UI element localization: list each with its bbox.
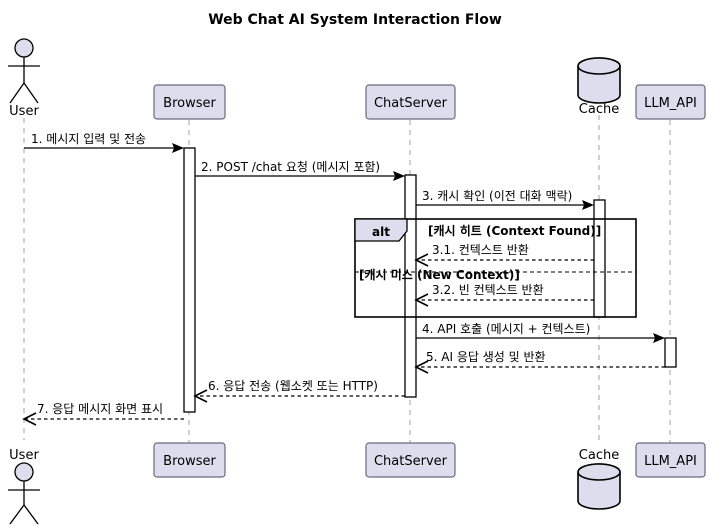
- participant-box-chatserver-bottom: [365, 442, 456, 478]
- message-3-2-label: 3.2. 빈 컨텍스트 반환: [432, 283, 544, 297]
- participant-box-llm-api-top: [635, 84, 706, 120]
- message-2-arrowhead: [393, 171, 405, 181]
- alt-guard-1: [캐시 히트 (Context Found)]: [428, 223, 601, 238]
- participant-label-user-bottom: User: [9, 448, 39, 463]
- database-cylinder-bottom-top-icon: [577, 463, 621, 481]
- message-5-label: 5. AI 응답 생성 및 반환: [426, 350, 546, 364]
- participant-cache-bottom[interactable]: Cache: [577, 448, 621, 510]
- diagram-title: Web Chat AI System Interaction Flow: [208, 12, 502, 28]
- message-3-1-arrowhead: [414, 253, 429, 267]
- database-cylinder-top-icon: [577, 57, 621, 75]
- message-5-arrowhead: [414, 360, 429, 374]
- message-1-arrowhead: [172, 143, 184, 153]
- message-3[interactable]: 3. 캐시 확인 (이전 대화 맥락): [416, 189, 594, 210]
- alt-guard-2: [캐시 미스 (New Context)]: [359, 267, 520, 282]
- participant-chatserver-bottom[interactable]: ChatServer: [365, 442, 456, 478]
- participant-label-browser-top: Browser: [163, 96, 216, 111]
- participant-browser-top[interactable]: Browser: [153, 84, 226, 120]
- participant-box-chatserver-top: [365, 84, 456, 120]
- message-5[interactable]: 5. AI 응답 생성 및 반환: [414, 350, 665, 374]
- message-6[interactable]: 6. 응답 전송 (웹소켓 또는 HTTP): [193, 379, 405, 403]
- participant-label-user-top: User: [9, 104, 39, 119]
- activation-cache: [593, 199, 606, 318]
- participant-label-chatserver-top: ChatServer: [374, 96, 448, 111]
- activation-chatserver: [404, 174, 417, 398]
- participant-label-llm-api-top: LLM_API: [644, 96, 697, 111]
- participant-label-llm-api-bottom: LLM_API: [644, 454, 697, 469]
- participant-label-chatserver-bottom: ChatServer: [374, 454, 448, 469]
- message-6-label: 6. 응답 전송 (웹소켓 또는 HTTP): [208, 379, 378, 393]
- message-4-arrowhead: [653, 333, 665, 343]
- participant-llm-api-top[interactable]: LLM_API: [635, 84, 706, 120]
- message-1-label: 1. 메시지 입력 및 전송: [31, 132, 146, 146]
- message-3-1-label: 3.1. 컨텍스트 반환: [432, 243, 529, 257]
- participant-box-browser-top: [153, 84, 226, 120]
- participant-box-browser-bottom: [153, 442, 226, 478]
- participant-user-bottom[interactable]: User: [8, 448, 40, 525]
- message-3-1[interactable]: 3.1. 컨텍스트 반환: [414, 243, 594, 267]
- alt-operator-label: alt: [372, 225, 390, 239]
- alt-fragment: alt [캐시 히트 (Context Found)] [캐시 미스 (New …: [354, 218, 637, 318]
- participant-cache-top[interactable]: Cache: [577, 57, 621, 117]
- participant-llm-api-bottom[interactable]: LLM_API: [635, 442, 706, 478]
- message-3-label: 3. 캐시 확인 (이전 대화 맥락): [422, 189, 572, 203]
- actor-leg-left-icon: [9, 82, 25, 104]
- participant-label-browser-bottom: Browser: [163, 454, 216, 469]
- actor-leg-left-bottom-icon: [9, 504, 25, 525]
- participant-label-cache-bottom: Cache: [579, 448, 619, 463]
- participant-chatserver-top[interactable]: ChatServer: [365, 84, 456, 120]
- participant-label-cache-top: Cache: [579, 102, 619, 117]
- message-6-arrowhead: [193, 389, 208, 403]
- message-3-2-arrowhead: [414, 293, 429, 307]
- message-2[interactable]: 2. POST /chat 요청 (메시지 포함): [195, 160, 405, 181]
- activation-bars: [183, 147, 677, 413]
- message-3-arrowhead: [582, 200, 594, 210]
- actor-head-bottom-icon: [14, 462, 34, 482]
- actor-leg-right-icon: [23, 82, 39, 104]
- message-4-label: 4. API 호출 (메시지 + 컨텍스트): [422, 322, 590, 336]
- participant-user-top[interactable]: User: [8, 38, 40, 119]
- message-2-label: 2. POST /chat 요청 (메시지 포함): [201, 160, 380, 174]
- message-7[interactable]: 7. 응답 메시지 화면 표시: [22, 402, 184, 426]
- message-1[interactable]: 1. 메시지 입력 및 전송: [24, 132, 184, 153]
- participant-browser-bottom[interactable]: Browser: [153, 442, 226, 478]
- message-7-label: 7. 응답 메시지 화면 표시: [37, 402, 163, 416]
- actor-head-icon: [14, 38, 34, 58]
- actor-leg-right-bottom-icon: [23, 504, 39, 525]
- alt-frame-border: [354, 218, 637, 318]
- message-4[interactable]: 4. API 호출 (메시지 + 컨텍스트): [416, 322, 665, 343]
- activation-browser: [183, 147, 196, 413]
- message-3-2[interactable]: 3.2. 빈 컨텍스트 반환: [414, 283, 594, 307]
- activation-llm-api: [664, 337, 677, 368]
- alt-frame-tab: [354, 218, 408, 242]
- participant-box-llm-api-bottom: [635, 442, 706, 478]
- message-7-arrowhead: [22, 412, 37, 426]
